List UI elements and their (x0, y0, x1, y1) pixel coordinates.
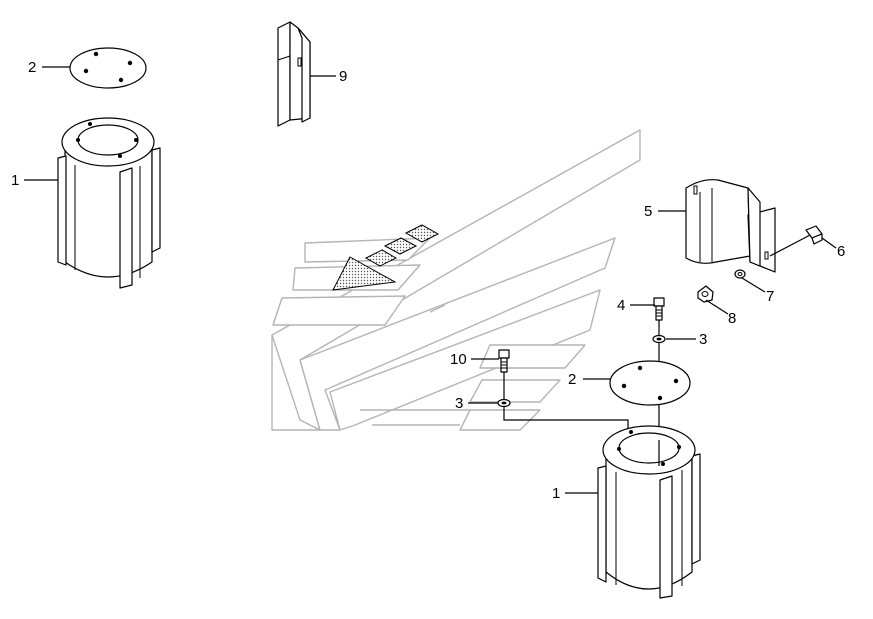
callout-10: 10 (450, 351, 467, 368)
callout-1-top-left: 1 (11, 172, 19, 189)
guard-shield (685, 179, 776, 273)
callout-numbers: 2 1 9 5 6 7 8 4 3 10 2 3 1 (11, 59, 845, 502)
callout-2-center: 2 (568, 371, 576, 388)
callout-5: 5 (644, 203, 652, 220)
background-logo (271, 129, 641, 431)
callout-3-left: 3 (455, 395, 463, 412)
cover-plate-center (609, 360, 691, 406)
washer-part-7 (734, 269, 746, 279)
nut-part-8 (697, 285, 714, 303)
washer-part-3-right (652, 334, 666, 344)
callout-9: 9 (339, 68, 347, 85)
bolt-part-4 (653, 297, 665, 321)
callout-6: 6 (837, 243, 845, 260)
callout-1-bottom: 1 (552, 485, 560, 502)
bolt-part-6 (769, 225, 823, 257)
bent-bracket (277, 21, 311, 127)
cylinder-housing-bottom (597, 425, 701, 599)
leader-lines (24, 66, 837, 494)
cylinder-housing-top-left (57, 117, 161, 289)
washer-part-3-left (497, 398, 511, 408)
callout-4: 4 (617, 297, 625, 314)
callout-8: 8 (728, 310, 736, 327)
callout-7: 7 (766, 288, 774, 305)
logo-arrow-graphic (332, 224, 440, 291)
callout-2-top-left: 2 (28, 59, 36, 76)
callout-3-right: 3 (699, 331, 707, 348)
bolt-part-10 (498, 349, 510, 373)
cover-plate-top-left (69, 47, 147, 89)
